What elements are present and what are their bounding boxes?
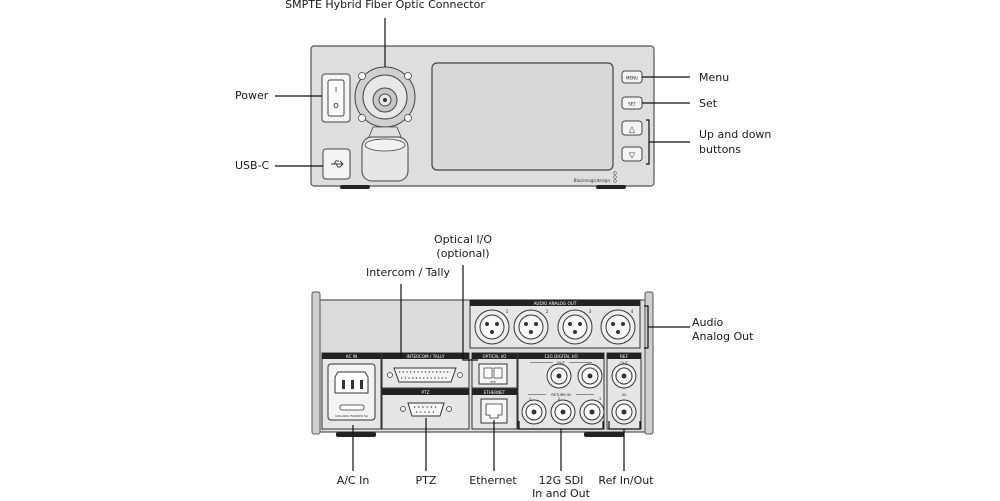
label-optical-io-2: (optional) [436, 247, 490, 260]
label-fiber-connector: SMPTE Hybrid Fiber Optic Connector [285, 0, 485, 11]
label-audio: Audio [692, 316, 724, 329]
rear-handle-left [311, 291, 321, 435]
power-switch[interactable] [321, 73, 351, 123]
db9-connector[interactable] [400, 402, 452, 417]
label-ethernet: Ethernet [469, 474, 517, 487]
label-intercom-tally: Intercom / Tally [366, 266, 451, 279]
front-callouts [275, 18, 690, 167]
up-arrow-icon: △ [629, 125, 636, 134]
fiber-dust-cap [361, 126, 409, 182]
brand-logo-text: Blackmagicdesign [574, 178, 611, 183]
power-off-glyph: O [333, 102, 339, 110]
bnc-connector-return-3[interactable] [579, 399, 605, 425]
xlr-connector[interactable] [600, 309, 636, 345]
label-up-down-2: buttons [699, 143, 742, 156]
return-channel-2: 2 [558, 397, 560, 401]
label-usb-c: USB-C [235, 159, 270, 172]
brand-logo-icon [613, 171, 617, 183]
rj45-port[interactable] [480, 398, 508, 424]
label-set: Set [699, 97, 718, 110]
rear-foot-left [336, 432, 376, 437]
xlr-connector[interactable] [474, 309, 510, 345]
return-in-text: RETURN IN [551, 393, 571, 397]
rear-handle-right [644, 291, 654, 435]
svg-text:SET: SET [628, 102, 636, 107]
sfp-text: SFP [490, 380, 496, 384]
svg-text:REF: REF [620, 354, 629, 359]
label-ptz: PTZ [415, 474, 437, 487]
bnc-connector-ref-in[interactable] [611, 399, 637, 425]
label-ac-in: A/C In [336, 474, 370, 487]
label-optical-io: Optical I/O [434, 233, 492, 246]
audio-channel-1: 1 [506, 309, 509, 314]
front-foot-right [596, 185, 626, 189]
label-audio-2: Analog Out [692, 330, 754, 343]
xlr-connector[interactable] [557, 309, 593, 345]
lcd-screen [431, 62, 614, 171]
label-power: Power [235, 89, 269, 102]
return-channel-3: 3 [599, 397, 601, 401]
front-foot-left [340, 185, 370, 189]
svg-text:MENU: MENU [626, 76, 638, 81]
iec-power-socket[interactable] [327, 363, 376, 421]
menu-button[interactable]: MENU [621, 70, 643, 84]
svg-text:ETHERNET: ETHERNET [484, 390, 506, 395]
xlr-connector[interactable] [513, 309, 549, 345]
svg-text:AC IN: AC IN [346, 354, 357, 359]
bnc-connector-sdi-out-1[interactable] [546, 363, 572, 389]
down-arrow-icon: ▽ [629, 151, 636, 160]
audio-channel-3: 3 [589, 309, 592, 314]
label-ref: Ref In/Out [598, 474, 654, 487]
label-sdi-2: In and Out [532, 487, 590, 500]
sfp-port[interactable] [478, 363, 508, 385]
rear-foot-right [584, 432, 624, 437]
audio-channel-4: 4 [631, 309, 634, 314]
usb-icon [331, 160, 344, 168]
db25-connector[interactable] [387, 367, 463, 383]
bnc-connector-sdi-out-2[interactable] [577, 363, 603, 389]
bnc-connector-ref-out[interactable] [611, 363, 637, 389]
audio-channel-2: 2 [546, 309, 549, 314]
svg-text:INTERCOM / TALLY: INTERCOM / TALLY [407, 354, 445, 359]
ref-in-text: IN [622, 393, 626, 397]
front-panel: I O MENU [275, 18, 690, 189]
set-button[interactable]: SET [621, 96, 643, 110]
bnc-connector-return-2[interactable] [550, 399, 576, 425]
up-button[interactable]: △ [621, 120, 643, 136]
label-sdi: 12G SDI [538, 474, 584, 487]
power-on-glyph: I [335, 86, 337, 94]
label-menu: Menu [699, 71, 730, 84]
svg-text:12G DIGITAL I/O: 12G DIGITAL I/O [544, 354, 578, 359]
rear-callouts [352, 265, 690, 471]
svg-text:PTZ: PTZ [422, 390, 430, 395]
svg-text:AUDIO ANALOG OUT: AUDIO ANALOG OUT [534, 301, 577, 306]
label-up-down: Up and down [699, 128, 772, 141]
down-button[interactable]: ▽ [621, 146, 643, 162]
return-channel-1: 1 [529, 397, 531, 401]
svg-text:OPTICAL I/O: OPTICAL I/O [483, 354, 507, 359]
rear-panel: AUDIO ANALOG OUT 1 2 3 4 [311, 265, 690, 471]
bnc-connector-return-1[interactable] [521, 399, 547, 425]
sdi-out-text: OUT [557, 361, 565, 365]
ac-rating-text: 100-240V 50/60Hz 5A [335, 414, 369, 418]
fiber-connector[interactable] [354, 66, 416, 128]
ref-out-text: OUT [620, 361, 628, 365]
